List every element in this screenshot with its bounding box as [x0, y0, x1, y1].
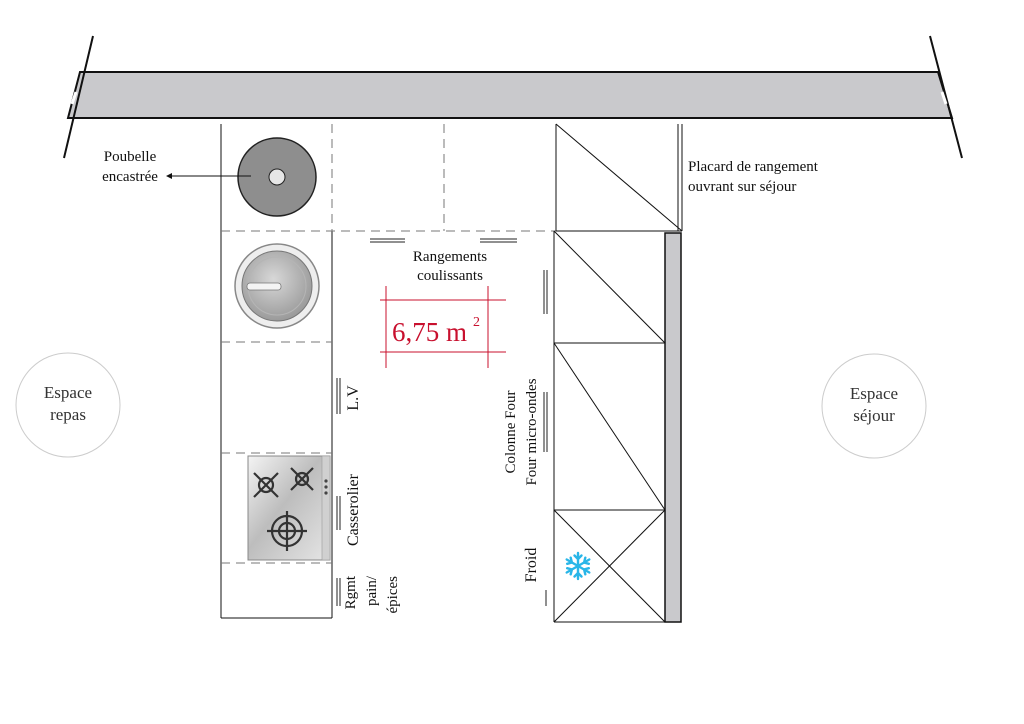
arrow-icon [166, 173, 251, 179]
poubelle-label: Poubelle [104, 149, 157, 165]
svg-text:Espace: Espace [44, 383, 92, 402]
svg-text:Espace: Espace [850, 384, 898, 403]
rangements-label: Rangements [413, 249, 487, 265]
right-wall [664, 232, 682, 623]
drawer-marks-top [370, 238, 517, 243]
snowflake-icon [565, 551, 591, 581]
area-dimension [380, 286, 506, 368]
placard-label: ouvrant sur séjour [688, 179, 796, 195]
gas-burner-icon [247, 455, 331, 561]
door-marks-left [336, 378, 341, 606]
area-exponent: 2 [473, 315, 480, 330]
colonne-label: Four micro-ondes [524, 378, 540, 485]
casserolier-label: Casserolier [345, 473, 362, 546]
area-value: 6,75 m [392, 317, 467, 347]
right-columns [553, 230, 666, 623]
round-bin-icon [237, 137, 317, 217]
espace-repas: Espace repas [15, 352, 121, 458]
round-sink-icon [234, 243, 320, 329]
placard-label: Placard de rangement [688, 159, 819, 175]
froid-label: Froid [523, 548, 540, 583]
rgmt-label: épices [385, 576, 401, 614]
svg-text:séjour: séjour [853, 406, 895, 425]
colonne-label: Colonne Four [503, 391, 519, 474]
top-wall [63, 35, 963, 159]
left-counter [220, 124, 333, 619]
svg-text:repas: repas [50, 405, 86, 424]
rangements-label: coulissants [417, 268, 483, 284]
rgmt-label: Rgmt [343, 575, 359, 609]
lv-label: L.V [345, 385, 362, 411]
door-marks-right [543, 270, 548, 606]
poubelle-label: encastrée [102, 169, 158, 185]
espace-sejour: Espace séjour [821, 353, 927, 459]
top-storage [555, 123, 683, 232]
rgmt-label: pain/ [364, 575, 380, 606]
